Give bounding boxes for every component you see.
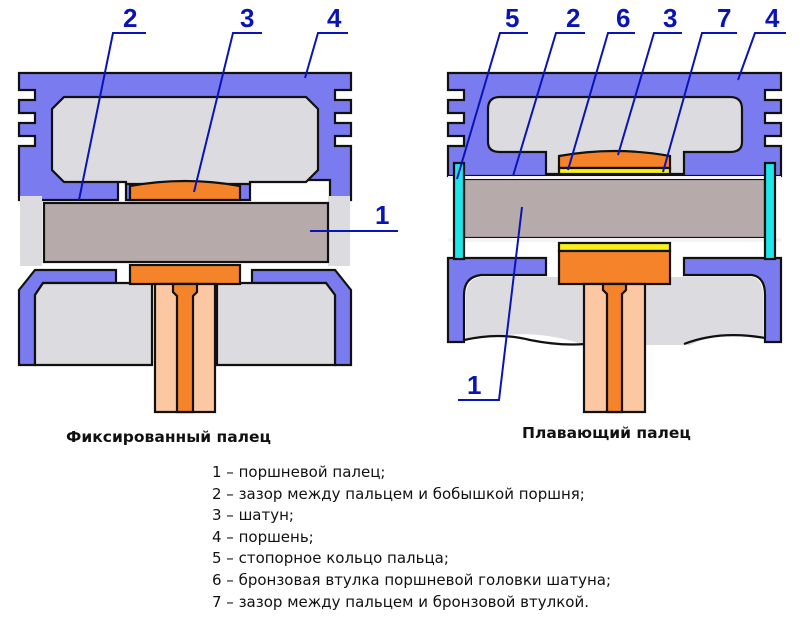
- piston-cavity-upper-left: [50, 95, 320, 186]
- leader-7-right: [662, 32, 737, 173]
- piston-skirt-lower-right-b: [682, 256, 783, 344]
- piston-cavity-lower-right: [215, 281, 337, 367]
- leader-1-right: [458, 206, 523, 401]
- conrod-web-right: [601, 282, 628, 414]
- floating-pin-callouts: [456, 32, 786, 401]
- legend-item: 5 – стопорное кольцо пальца;: [212, 549, 449, 568]
- skirt-break-line: [463, 334, 766, 346]
- legend-item: 2 – зазор между пальцем и бобышкой поршн…: [212, 484, 585, 503]
- callout-3-left: 3: [240, 3, 254, 33]
- leader-2-right: [512, 32, 585, 177]
- bronze-bushing-top: [557, 166, 672, 176]
- callout-2-left: 2: [123, 3, 137, 33]
- legend-list: 1 – поршневой палец; 2 – зазор между пал…: [212, 462, 611, 613]
- conrod-eye-bottom-left: [128, 263, 242, 286]
- leader-6-right: [567, 32, 635, 171]
- conrod-eye-bottom-right: [557, 249, 672, 286]
- leader-3-right: [617, 32, 682, 156]
- callout-3-right: 3: [663, 3, 677, 33]
- fixed-pin-callouts: [78, 32, 398, 232]
- pin-clearance-band-bottom: [448, 238, 781, 242]
- callout-4-right: 4: [765, 3, 780, 33]
- callout-2-right: 2: [566, 3, 580, 33]
- boss-clearance-left-a: [20, 196, 42, 266]
- floating-pin-diagram: [446, 71, 783, 414]
- callout-1-right: 1: [467, 370, 481, 400]
- callout-5-right: 5: [505, 3, 519, 33]
- leader-4-right: [737, 32, 786, 81]
- legend-item: 1 – поршневой палец;: [212, 463, 386, 481]
- legend-item: 3 – шатун;: [212, 506, 294, 525]
- legend-item: 6 – бронзовая втулка поршневой головки ш…: [212, 570, 612, 589]
- leader-5-right: [456, 32, 528, 180]
- piston-skirt-lower-right: [446, 256, 548, 344]
- conrod-web-left: [171, 282, 199, 414]
- piston-cavity-lower-left: [33, 281, 154, 367]
- conrod-eye-top-left: [128, 179, 242, 202]
- leader-2-left: [78, 32, 146, 201]
- callout-7-right: 7: [717, 3, 731, 33]
- callout-6-right: 6: [616, 3, 630, 33]
- floating-pin-caption: Плавающий палец: [522, 424, 691, 442]
- callout-1-left: 1: [375, 200, 389, 230]
- circlip-left: [452, 161, 466, 261]
- bronze-bushing-bottom: [557, 241, 672, 253]
- circlip-right: [763, 161, 777, 261]
- fixed-pin-caption: Фиксированный палец: [66, 428, 272, 446]
- piston-pin-diagrams: 2 3 4 1 5 2 6 3 7: [17, 3, 786, 414]
- legend-item: 7 – зазор между пальцем и бронзовой втул…: [212, 592, 589, 611]
- leader-4-left: [304, 32, 348, 79]
- piston-pin-left: [42, 201, 330, 264]
- legend-item: 4 – поршень;: [212, 527, 314, 546]
- pin-clearance-band-top: [448, 176, 781, 179]
- piston-pin-right: [462, 177, 767, 240]
- fixed-pin-diagram: [17, 71, 353, 414]
- conrod-eye-top-right: [557, 149, 672, 170]
- leader-3-left: [193, 32, 262, 193]
- callout-4-left: 4: [327, 3, 342, 33]
